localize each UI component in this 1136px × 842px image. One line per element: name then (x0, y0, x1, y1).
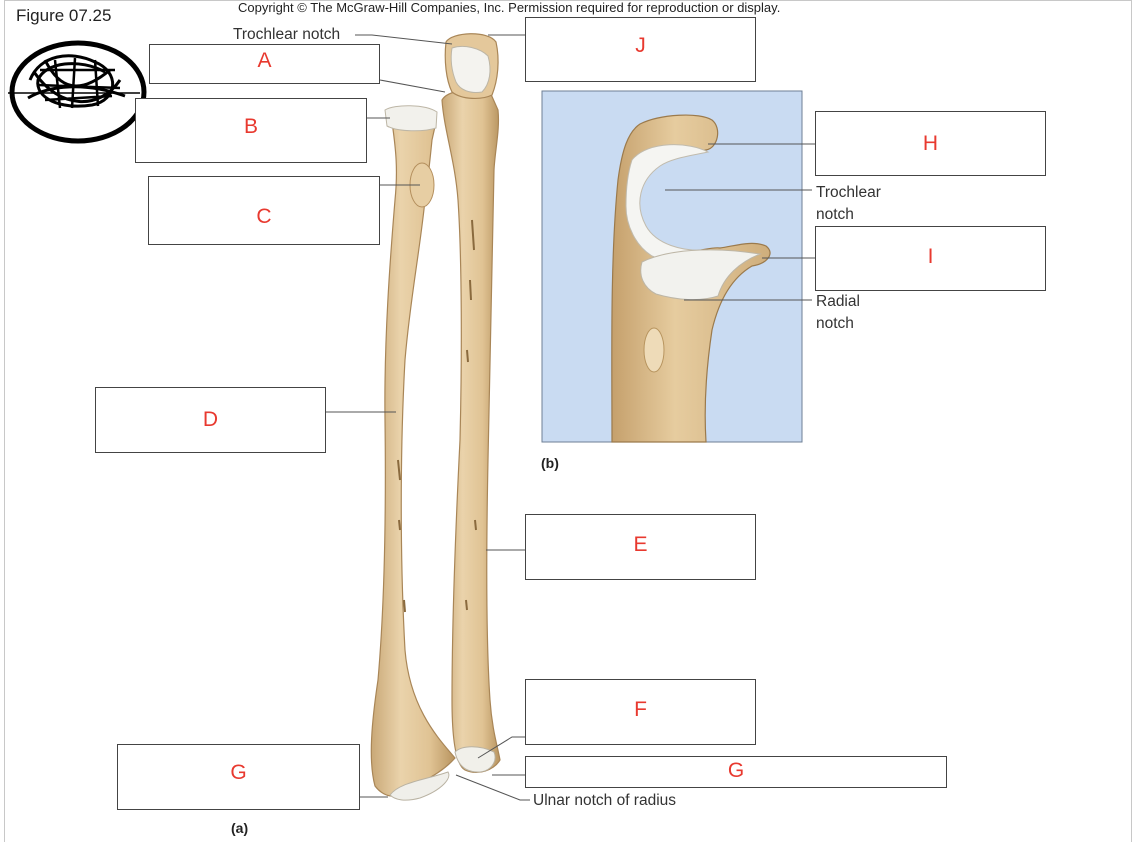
answer-box-g-right-letter: G (727, 759, 745, 782)
inset-panel-b (541, 90, 803, 443)
label-trochlear-notch-b-line1: Trochlear (816, 184, 881, 201)
figure-frame (4, 0, 1132, 842)
answer-box-j[interactable]: J (525, 17, 756, 82)
answer-box-h[interactable]: H (815, 111, 1046, 176)
answer-box-i-letter: I (927, 245, 934, 268)
leader-lines (326, 34, 815, 801)
answer-box-g-left-letter: G (230, 761, 247, 784)
answer-box-e-letter: E (633, 533, 648, 556)
label-radial-notch-line1: Radial (816, 293, 860, 310)
panel-label-b: (b) (541, 455, 559, 471)
answer-box-c[interactable]: C (148, 176, 380, 245)
label-ulnar-notch: Ulnar notch of radius (533, 792, 677, 809)
figure-title: Figure 07.25 (16, 6, 112, 25)
answer-box-d-letter: D (202, 408, 219, 431)
answer-box-b-letter: B (243, 115, 258, 138)
panel-label-a: (a) (231, 820, 249, 836)
answer-box-d[interactable]: D (95, 387, 326, 453)
radius-bone (370, 105, 456, 801)
copyright-notice: Copyright © The McGraw-Hill Companies, I… (238, 0, 781, 15)
answer-box-i[interactable]: I (815, 226, 1046, 291)
ulna-bone (441, 33, 501, 773)
answer-box-g-left[interactable]: G (117, 744, 360, 810)
answer-box-a-letter: A (257, 49, 272, 72)
answer-box-a[interactable]: A (149, 44, 380, 84)
answer-box-g-right[interactable]: G (525, 756, 947, 788)
answer-box-e[interactable]: E (525, 514, 756, 580)
answer-box-h-letter: H (922, 132, 939, 155)
label-trochlear-notch-a: Trochlear notch (233, 26, 341, 43)
answer-box-j-letter: J (635, 34, 646, 57)
answer-box-f[interactable]: F (525, 679, 756, 745)
answer-box-b[interactable]: B (135, 98, 367, 163)
answer-box-f-letter: F (634, 698, 647, 721)
label-radial-notch-line2: notch (816, 315, 854, 332)
scribbled-logo (8, 40, 147, 144)
answer-box-c-letter: C (256, 205, 272, 228)
label-trochlear-notch-b-line2: notch (816, 206, 854, 223)
